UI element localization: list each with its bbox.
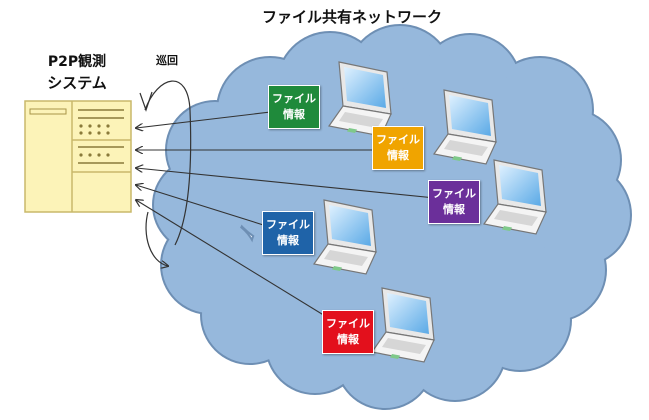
badge-line1: ファイル <box>376 133 420 146</box>
file-info-badge-orange: ファイル 情報 <box>372 126 424 170</box>
laptop-icon <box>482 159 547 235</box>
badge-line2: 情報 <box>277 234 299 247</box>
file-info-badge-blue: ファイル 情報 <box>262 211 314 255</box>
diagram-title: ファイル共有ネットワーク <box>262 8 443 26</box>
system-label: P2P観測 システム <box>22 52 132 94</box>
observation-server <box>24 100 132 213</box>
query-arrows <box>136 108 456 331</box>
badge-line1: ファイル <box>266 218 310 231</box>
badge-line2: 情報 <box>387 149 409 162</box>
laptop-icon <box>432 89 497 165</box>
badge-line2: 情報 <box>337 333 359 346</box>
arrow-line <box>136 168 456 201</box>
system-label-line1: P2P観測 <box>47 54 107 70</box>
badge-line1: ファイル <box>432 187 476 200</box>
file-info-badge-green: ファイル 情報 <box>268 85 320 129</box>
laptop-icon <box>370 287 435 363</box>
arrow-line <box>136 200 349 331</box>
cycle-label: 巡回 <box>156 54 178 67</box>
badge-line2: 情報 <box>283 108 305 121</box>
laptop-icon <box>312 199 377 275</box>
badge-line1: ファイル <box>272 92 316 105</box>
file-info-badge-purple: ファイル 情報 <box>428 180 480 224</box>
file-info-badge-red: ファイル 情報 <box>322 310 374 354</box>
system-label-line2: システム <box>47 74 107 92</box>
cycle-arrows <box>139 80 192 266</box>
badge-line1: ファイル <box>326 317 370 330</box>
badge-line2: 情報 <box>443 203 465 216</box>
